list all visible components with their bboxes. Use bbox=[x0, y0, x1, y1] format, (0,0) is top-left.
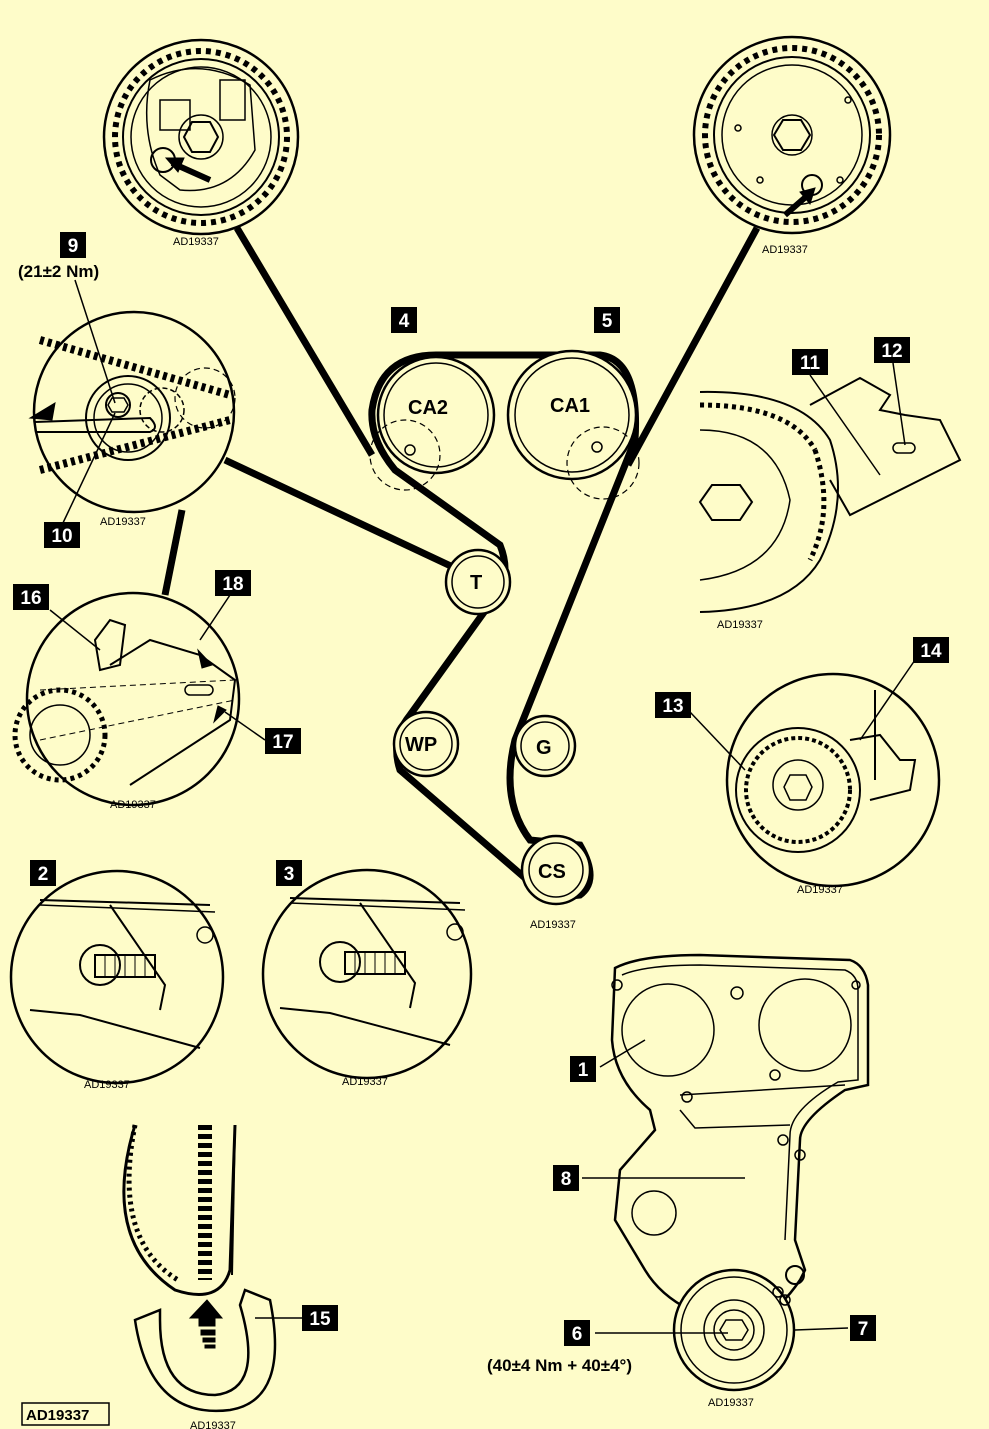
svg-text:1: 1 bbox=[578, 1060, 589, 1081]
callout-11: 11 bbox=[792, 349, 828, 375]
svg-text:7: 7 bbox=[858, 1319, 869, 1340]
svg-text:14: 14 bbox=[920, 641, 942, 662]
diagram-code-cam-left: AD19337 bbox=[173, 236, 219, 248]
torque-label-9: (21±2 Nm) bbox=[18, 262, 99, 281]
svg-text:15: 15 bbox=[309, 1309, 331, 1330]
callout-13: 13 bbox=[655, 692, 691, 718]
diagram-code-tensioner: AD19337 bbox=[100, 516, 146, 528]
diagram-code-pointer: AD19337 bbox=[797, 884, 843, 896]
svg-text:16: 16 bbox=[20, 588, 41, 609]
pulley-label-wp: WP bbox=[405, 734, 437, 756]
callout-18: 18 bbox=[215, 570, 251, 596]
pulley-label-cs: CS bbox=[538, 861, 566, 883]
pulley-idler bbox=[513, 714, 577, 778]
diagram-code-lock-2: AD19337 bbox=[84, 1079, 130, 1091]
pulley-label-ca2: CA2 bbox=[408, 397, 448, 419]
timing-cover-detail bbox=[610, 953, 870, 1392]
callout-15: 15 bbox=[302, 1305, 338, 1331]
callout-2: 2 bbox=[30, 860, 56, 886]
svg-text:17: 17 bbox=[272, 732, 293, 753]
svg-text:18: 18 bbox=[222, 574, 243, 595]
diagram-code-index: AD19337 bbox=[110, 799, 156, 811]
pulley-ca2 bbox=[369, 355, 496, 491]
diagram-code-cover: AD19337 bbox=[708, 1397, 754, 1409]
pulley-ca1 bbox=[506, 349, 640, 500]
locking-pin-detail-2 bbox=[9, 869, 225, 1085]
svg-text:6: 6 bbox=[572, 1324, 583, 1345]
callout-3: 3 bbox=[276, 860, 302, 886]
camshaft-gear-left-detail bbox=[102, 38, 300, 236]
callout-14: 14 bbox=[913, 637, 949, 663]
svg-text:11: 11 bbox=[800, 353, 821, 374]
callout-7: 7 bbox=[850, 1315, 876, 1341]
diagram-reference-code: AD19337 bbox=[26, 1407, 89, 1424]
diagram-code-belt: AD19337 bbox=[530, 919, 576, 931]
svg-text:9: 9 bbox=[68, 236, 79, 257]
callout-17: 17 bbox=[265, 728, 301, 754]
locking-pin-detail-3 bbox=[261, 868, 473, 1080]
tensioner-pointer-detail bbox=[725, 672, 941, 888]
pulley-crankshaft bbox=[520, 834, 592, 906]
pulley-tensioner bbox=[444, 548, 512, 616]
svg-text:12: 12 bbox=[881, 341, 902, 362]
camshaft-gear-right-detail bbox=[692, 35, 892, 235]
diagram-code-lock-3: AD19337 bbox=[342, 1076, 388, 1088]
tensioner-index-detail bbox=[12, 591, 241, 807]
tensioner-plate-detail bbox=[698, 376, 962, 613]
svg-text:2: 2 bbox=[38, 864, 49, 885]
pulley-label-t: T bbox=[470, 572, 482, 594]
pulley-label-ca1: CA1 bbox=[550, 395, 590, 417]
diagram-code-plate: AD19337 bbox=[717, 619, 763, 631]
svg-text:4: 4 bbox=[399, 311, 410, 332]
diagram-code-cam-right: AD19337 bbox=[762, 244, 808, 256]
tensioner-bolt-detail bbox=[28, 310, 236, 514]
callout-5: 5 bbox=[594, 307, 620, 333]
callout-10: 10 bbox=[44, 522, 80, 548]
diagram-reference-box: AD19337 bbox=[21, 1402, 110, 1426]
svg-text:13: 13 bbox=[662, 696, 683, 717]
svg-text:5: 5 bbox=[602, 311, 613, 332]
torque-label-6: (40±4 Nm + 40±4°) bbox=[487, 1356, 632, 1375]
callout-1: 1 bbox=[570, 1056, 596, 1082]
callout-8: 8 bbox=[553, 1165, 579, 1191]
svg-text:3: 3 bbox=[284, 864, 295, 885]
svg-text:8: 8 bbox=[561, 1169, 572, 1190]
belt-fitting-detail bbox=[122, 1124, 277, 1413]
pulley-label-g: G bbox=[536, 737, 552, 759]
callout-16: 16 bbox=[13, 584, 49, 610]
callout-9: 9 bbox=[60, 232, 86, 258]
svg-text:10: 10 bbox=[51, 526, 72, 547]
diagram-code-belt-fit: AD19337 bbox=[190, 1420, 236, 1429]
callout-4: 4 bbox=[391, 307, 417, 333]
callout-6: 6 bbox=[564, 1320, 590, 1346]
callout-12: 12 bbox=[874, 337, 910, 363]
pulley-water-pump bbox=[392, 710, 460, 778]
